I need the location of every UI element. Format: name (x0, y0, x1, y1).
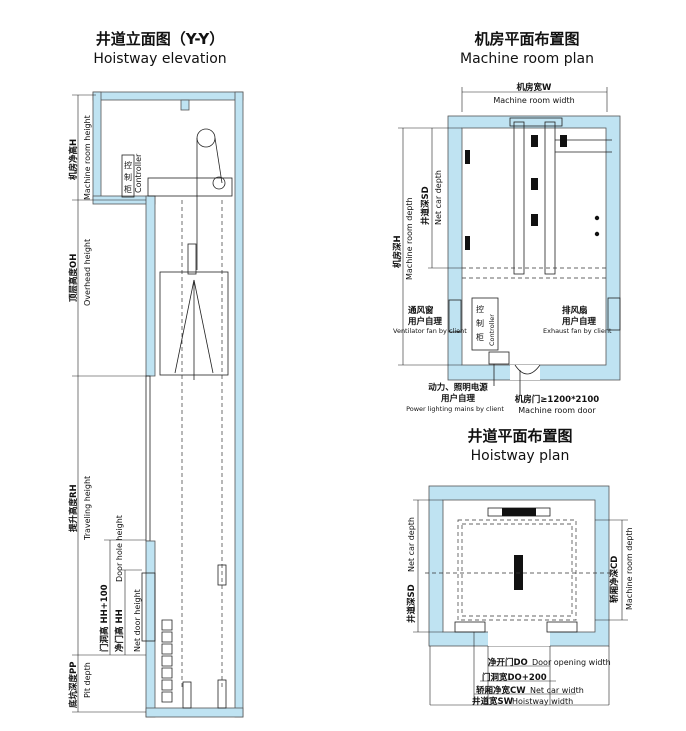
counterweight (217, 564, 227, 586)
exhaust-cn1: 排风扇 (562, 305, 588, 316)
door-hole-width-cn: 门洞宽DO+200 (482, 672, 547, 683)
net-car-depth-en: Net car depth (434, 170, 443, 225)
traveling-height-en: Traveling height (83, 476, 92, 541)
hoistway-plan-title-en: Hoistway plan (471, 448, 570, 464)
elevation-title-cn: 井道立面图（Y-Y） (96, 30, 225, 48)
ventilator-cn1: 通风窗 (408, 305, 434, 316)
door-hole-height-en: Door hole height (115, 515, 124, 582)
hoistway-left-wall-upper (145, 195, 156, 377)
buffer-right (217, 679, 227, 709)
power-en: Power lighting mains by client (406, 405, 504, 413)
hoistway-width-en: Hoistway width (512, 697, 573, 706)
svg-text:制: 制 (124, 172, 132, 182)
landing-door (141, 572, 156, 642)
pit-depth-cn: 底坑深度PP (68, 662, 79, 708)
door-hole-hh-cn: 门洞高 HH+100 (99, 584, 110, 652)
power-box (488, 351, 510, 365)
hoistway-left-wall-mid (145, 375, 151, 542)
controller-cabinet (121, 154, 135, 198)
hoistway-net-car-depth-en: Net car depth (407, 517, 416, 572)
overhead-height-cn: 顶层高度OH (68, 254, 79, 302)
svg-text:柜: 柜 (124, 184, 132, 194)
exhaust-en: Exhaust fan by client (543, 327, 612, 335)
car-width-cn: 轿厢净宽CW (476, 685, 526, 696)
hoistway-plan-title-cn: 井道平面布置图 (467, 427, 572, 445)
traveling-height-cn: 提升高度RH (68, 484, 79, 532)
hoistway-right-wall (234, 91, 244, 718)
machine-base (147, 177, 233, 197)
deflector-sheave-icon (212, 176, 226, 190)
machine-room-left-wall (92, 91, 102, 201)
ventilator-en: Ventilator fan by client (393, 327, 467, 335)
svg-text:控: 控 (124, 160, 132, 170)
svg-text:制: 制 (476, 318, 484, 328)
hoistway-width-cn: 井道宽SW (472, 696, 514, 707)
overhead-height-en: Overhead height (83, 239, 92, 306)
ventilator-window (448, 299, 462, 333)
exhaust-fan (607, 297, 621, 331)
svg-text:控: 控 (476, 304, 484, 314)
pit-floor (145, 707, 244, 718)
ventilator-cn2: 用户自理 (407, 316, 443, 327)
machine-room-door-en: Machine room door (518, 406, 596, 415)
hoistway-left-wall-lower (145, 540, 156, 718)
door-opening-cn: 净开门DO (488, 657, 528, 668)
net-door-height-cn: 净门高 HH (114, 609, 125, 652)
traction-sheave-icon (196, 128, 216, 148)
hoistway-car-outline (457, 519, 577, 621)
svg-text:柜: 柜 (476, 332, 484, 342)
machine-room-roof (92, 91, 244, 101)
net-door-height-en: Net door height (133, 589, 142, 652)
machine-room-controller (471, 297, 499, 351)
machine-room-width-cn: 机房宽W (517, 82, 553, 93)
machine-beam-left (513, 121, 525, 275)
net-car-depth-cn: 井道深SD (420, 186, 431, 225)
machine-room-title-en: Machine room plan (460, 51, 594, 67)
elevation-title-en: Hoistway elevation (93, 51, 226, 67)
buffer-left (182, 681, 192, 709)
car-depth-en: Machine room depth (625, 527, 634, 610)
door-opening-en: Door opening width (532, 658, 611, 667)
landing-steps (161, 619, 173, 703)
power-cn2: 用户自理 (440, 393, 476, 404)
car-width-en: Net car width (530, 686, 584, 695)
machine-room-door-cn: 机房门≥1200*2100 (515, 394, 599, 405)
machine-room-depth-cn: 机房深H (392, 235, 403, 268)
machine-room-depth-en: Machine room depth (405, 197, 414, 280)
exhaust-cn2: 用户自理 (561, 316, 597, 327)
machine-room-door-swing (514, 364, 541, 375)
machine-room-height-cn: 机房净高H (68, 139, 79, 180)
svg-text:Controller: Controller (488, 314, 496, 346)
power-cn1: 动力、照明电源 (428, 382, 488, 393)
machine-room-height-en: Machine room height (83, 115, 92, 200)
hoistway-elevation: 井道立面图（Y-Y） Hoistway elevation 控 制 柜 Cont… (68, 30, 244, 718)
controller-label-en: Controller (134, 153, 143, 193)
machine-room-width-en: Machine room width (493, 96, 574, 105)
hoistway-depth-cn: 井道深SD (406, 584, 417, 623)
machine-room-title-cn: 机房平面布置图 (474, 30, 579, 48)
car-rail-center (514, 555, 523, 590)
machine-beam-right (544, 121, 556, 275)
hoistway-plan: 井道平面布置图 Hoistway plan Net car depth 井道深S… (406, 427, 634, 707)
hook-beam (180, 99, 190, 111)
machine-room-plan: 机房平面布置图 Machine room plan 机房宽W Machine r… (392, 30, 621, 415)
car-depth-cn: 轿厢净深CD (609, 556, 620, 603)
pit-depth-en: Pit depth (83, 662, 92, 698)
